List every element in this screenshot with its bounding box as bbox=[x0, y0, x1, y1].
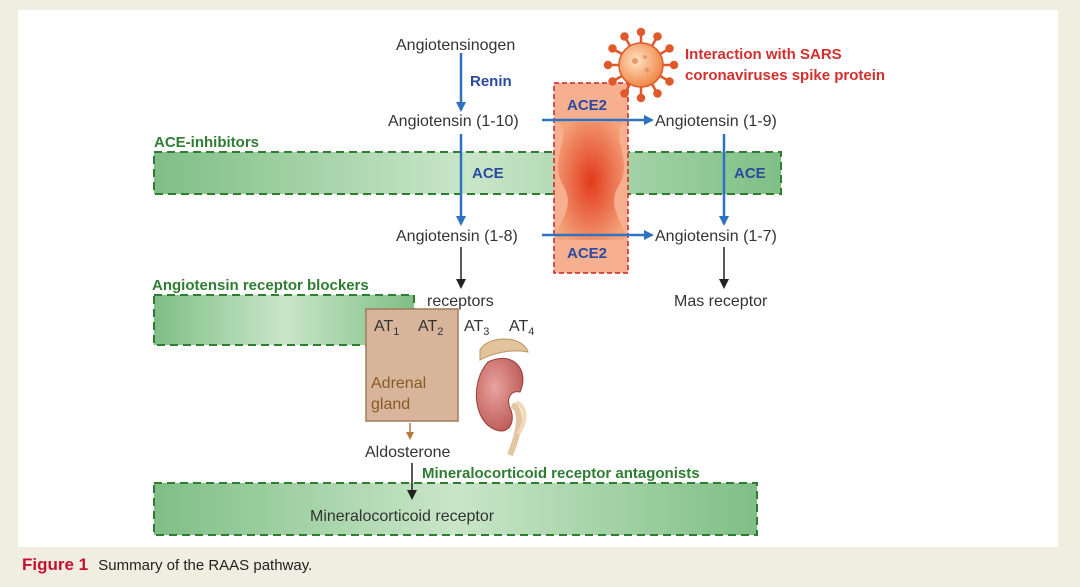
mra-band bbox=[153, 482, 758, 536]
receptor-at4: AT4 bbox=[509, 318, 534, 338]
label-mra: Mineralocorticoid receptor antagonists bbox=[422, 465, 700, 482]
enzyme-ace-left: ACE bbox=[472, 165, 504, 182]
ace-inhibitor-band bbox=[153, 151, 782, 195]
figure-panel: Angiotensinogen Angiotensin (1-10) Angio… bbox=[18, 10, 1058, 547]
label-arb: Angiotensin receptor blockers bbox=[152, 277, 369, 294]
ace2-band bbox=[557, 122, 625, 240]
sars-label-line1: Interaction with SARS bbox=[685, 46, 842, 63]
adrenal-label-line2: gland bbox=[371, 396, 410, 413]
caption-label: Figure 1 bbox=[22, 555, 89, 574]
receptor-at2: AT2 bbox=[418, 318, 443, 338]
node-mas-receptor: Mas receptor bbox=[674, 293, 768, 310]
node-angiotensin-1-8: Angiotensin (1-8) bbox=[396, 228, 518, 245]
label-ace-inhibitors: ACE-inhibitors bbox=[154, 134, 259, 151]
enzyme-ace2-top: ACE2 bbox=[567, 97, 607, 114]
receptor-at1: AT1 bbox=[374, 318, 399, 338]
caption-text: Summary of the RAAS pathway. bbox=[98, 557, 313, 574]
node-angiotensinogen: Angiotensinogen bbox=[396, 37, 515, 54]
kidney-adrenal-icon bbox=[475, 338, 529, 457]
raas-diagram: Angiotensinogen Angiotensin (1-10) Angio… bbox=[152, 27, 885, 536]
node-angiotensin-1-7: Angiotensin (1-7) bbox=[655, 228, 777, 245]
figure-caption: Figure 1 Summary of the RAAS pathway. bbox=[22, 555, 312, 575]
receptor-at3: AT3 bbox=[464, 318, 489, 338]
enzyme-renin: Renin bbox=[470, 73, 512, 90]
enzyme-ace2-bottom: ACE2 bbox=[567, 245, 607, 262]
node-angiotensin-1-10: Angiotensin (1-10) bbox=[388, 113, 519, 130]
coronavirus-icon bbox=[603, 27, 679, 103]
adrenal-gland-box bbox=[365, 308, 459, 422]
node-receptors: receptors bbox=[427, 293, 494, 310]
node-angiotensin-1-9: Angiotensin (1-9) bbox=[655, 113, 777, 130]
adrenal-label-line1: Adrenal bbox=[371, 375, 426, 392]
sars-label-line2: coronaviruses spike protein bbox=[685, 67, 885, 84]
enzyme-ace-right: ACE bbox=[734, 165, 766, 182]
node-mineralocorticoid-receptor: Mineralocorticoid receptor bbox=[310, 508, 495, 525]
node-aldosterone: Aldosterone bbox=[365, 444, 450, 461]
